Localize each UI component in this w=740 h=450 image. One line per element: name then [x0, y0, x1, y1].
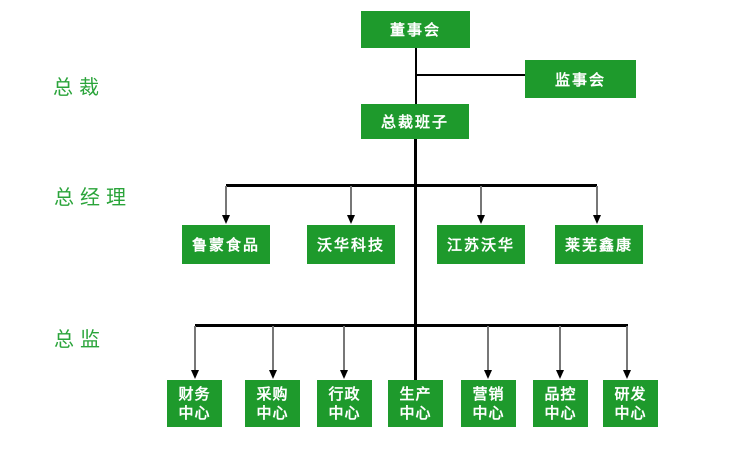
- arrow-down: [339, 326, 349, 379]
- center-label-line2: 中心: [328, 403, 361, 422]
- arrow-down: [592, 186, 602, 224]
- org-node-subsidiary: 鲁蒙食品: [182, 225, 270, 264]
- center-label-line1: 财务: [178, 384, 211, 403]
- org-node-center: 品控 中心: [533, 380, 588, 427]
- arrow-down: [268, 326, 278, 379]
- arrow-stem: [272, 326, 274, 370]
- org-node-subsidiary: 江苏沃华: [437, 225, 525, 264]
- arrow-down: [483, 326, 493, 379]
- arrow-head-icon: [477, 215, 485, 224]
- org-node-board: 董事会: [361, 11, 470, 48]
- arrow-stem: [194, 326, 196, 370]
- arrow-stem: [626, 326, 628, 370]
- arrow-down: [555, 326, 565, 379]
- arrow-head-icon: [340, 370, 348, 379]
- connector-row-subsidiaries: [226, 184, 597, 187]
- center-label-line2: 中心: [256, 403, 289, 422]
- arrow-stem: [350, 186, 352, 215]
- arrow-stem: [225, 186, 227, 215]
- org-node-subsidiary: 沃华科技: [307, 225, 395, 264]
- arrow-head-icon: [347, 215, 355, 224]
- arrow-stem: [559, 326, 561, 370]
- arrow-head-icon: [556, 370, 564, 379]
- center-label-line1: 采购: [256, 384, 289, 403]
- arrow-stem: [343, 326, 345, 370]
- center-label-line2: 中心: [544, 403, 577, 422]
- org-node-subsidiary: 莱芜鑫康: [555, 225, 643, 264]
- center-label-line2: 中心: [472, 403, 505, 422]
- org-node-president-team: 总裁班子: [361, 104, 469, 139]
- arrow-stem: [480, 186, 482, 215]
- connector-branch-supervisory: [415, 74, 525, 76]
- arrow-head-icon: [269, 370, 277, 379]
- connector-row-centers: [195, 324, 628, 327]
- level-label-president: 总裁: [53, 75, 105, 99]
- connector-board-to-president-team: [415, 48, 417, 104]
- center-label-line2: 中心: [178, 403, 211, 422]
- center-label-line2: 中心: [399, 403, 432, 422]
- org-node-center: 营销 中心: [461, 380, 516, 427]
- center-label-line1: 品控: [544, 384, 577, 403]
- arrow-down: [190, 326, 200, 379]
- arrow-down: [221, 186, 231, 224]
- arrow-head-icon: [623, 370, 631, 379]
- org-node-center: 研发 中心: [603, 380, 658, 427]
- arrow-down: [622, 326, 632, 379]
- org-node-center: 行政 中心: [317, 380, 372, 427]
- center-label-line1: 研发: [614, 384, 647, 403]
- arrow-stem: [487, 326, 489, 370]
- arrow-head-icon: [593, 215, 601, 224]
- arrow-head-icon: [191, 370, 199, 379]
- center-label-line1: 营销: [472, 384, 505, 403]
- arrow-down: [476, 186, 486, 224]
- level-label-director: 总监: [54, 327, 106, 351]
- connector-trunk: [414, 139, 417, 380]
- center-label-line1: 生产: [399, 384, 432, 403]
- level-label-general-manager: 总经理: [54, 185, 132, 209]
- org-node-center: 采购 中心: [245, 380, 300, 427]
- arrow-head-icon: [484, 370, 492, 379]
- center-label-line1: 行政: [328, 384, 361, 403]
- arrow-stem: [596, 186, 598, 215]
- org-node-center: 生产 中心: [388, 380, 443, 427]
- org-node-supervisory: 监事会: [525, 60, 636, 98]
- arrow-down: [346, 186, 356, 224]
- center-label-line2: 中心: [614, 403, 647, 422]
- org-node-center: 财务 中心: [167, 380, 222, 427]
- arrow-head-icon: [222, 215, 230, 224]
